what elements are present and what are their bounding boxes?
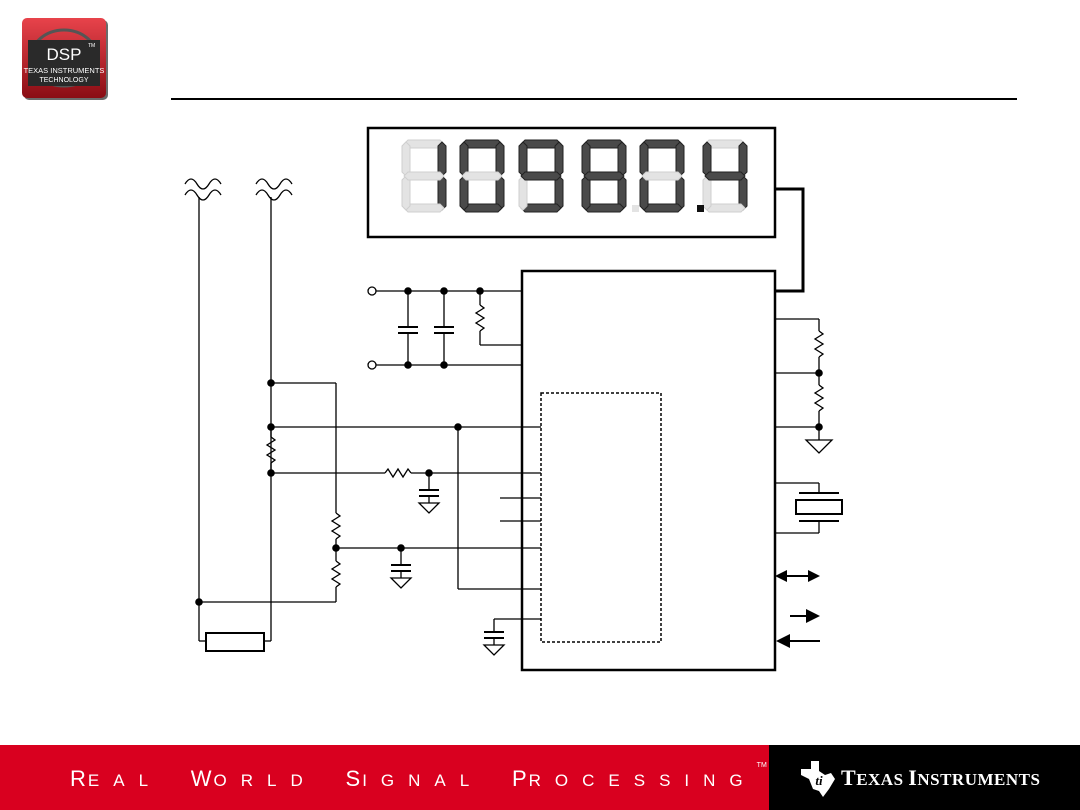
digit-4-seg-f	[639, 141, 649, 177]
load-block	[205, 632, 265, 652]
right-resistor-top	[813, 330, 825, 358]
lcd-digits	[401, 139, 748, 213]
supply-terminal-plus	[367, 286, 377, 296]
digit-5-seg-g	[704, 171, 746, 181]
tagline-tm: TM	[756, 762, 767, 769]
decimal-point-1	[632, 205, 639, 212]
digit-5-seg-b	[738, 141, 748, 177]
display-bus	[775, 187, 805, 293]
dsp-logo: DSP TM TEXAS INSTRUMENTS TECHNOLOGY	[22, 18, 108, 100]
logo-dsp-text: DSP	[47, 45, 82, 64]
digit-2-seg-e	[518, 175, 528, 211]
tagline-word-signal: SIGNAL	[345, 766, 484, 791]
tagline-word-world: WORLD	[190, 766, 317, 791]
footer-bar: REAL WORLD SIGNAL PROCESSINGTM ti TEXAS …	[0, 745, 1080, 810]
digit-4-seg-e	[639, 175, 649, 211]
circuit-schematic: 109804	[184, 126, 843, 672]
digit-4-seg-g	[641, 171, 683, 181]
line-break-right-top	[255, 178, 293, 190]
mcu-block	[520, 269, 777, 672]
digit-1-seg-e	[459, 175, 469, 211]
logo-technology-text: TECHNOLOGY	[39, 77, 88, 84]
arrow-bidir-right	[808, 570, 820, 582]
digit-0-seg-g	[403, 171, 445, 181]
digit-3-seg-g	[583, 171, 625, 181]
svg-text:ti: ti	[815, 773, 823, 788]
right-resistor-bottom	[813, 384, 825, 412]
divider-resistor-top	[330, 512, 342, 540]
divider-resistor-bottom	[330, 560, 342, 588]
digit-2-seg-g	[520, 171, 562, 181]
tagline-word-real: REAL	[70, 766, 163, 791]
ground-symbol-3	[482, 644, 506, 656]
digit-3-seg-e	[581, 175, 591, 211]
tagline-word-processing: PROCESSING	[511, 766, 757, 791]
digit-5-seg-f	[702, 141, 712, 177]
digit-0-seg-b	[437, 141, 447, 177]
line-break-left-top	[184, 178, 222, 190]
ground-symbol-2	[417, 502, 441, 514]
digit-0-seg-e	[401, 175, 411, 211]
logo-tm: TM	[88, 43, 95, 49]
decimal-point-2	[697, 205, 704, 212]
header-rule	[171, 98, 1017, 100]
crystal	[795, 499, 843, 515]
digit-3-seg-b	[617, 141, 627, 177]
footer-tagline: REAL WORLD SIGNAL PROCESSINGTM	[70, 762, 767, 792]
adc-block	[540, 392, 662, 643]
digit-1-seg-b	[495, 141, 505, 177]
ground-symbol-4	[804, 439, 834, 454]
ti-state-logo-icon: ti	[801, 761, 835, 797]
arrow-input	[776, 634, 790, 648]
logo-company-text: TEXAS INSTRUMENTS	[24, 66, 105, 75]
footer-ti-brand: ti TEXAS INSTRUMENTS	[769, 745, 1080, 810]
ground-symbol-1	[389, 577, 413, 589]
filter-resistor	[384, 467, 412, 479]
line-break-left-bottom	[184, 189, 222, 201]
pullup-resistor	[474, 304, 486, 332]
digit-3-seg-f	[581, 141, 591, 177]
arrow-bidir-left	[775, 570, 787, 582]
digit-1-seg-g	[461, 171, 503, 181]
ti-company-name: TEXAS INSTRUMENTS	[841, 765, 1041, 790]
shunt-resistor	[265, 436, 277, 464]
digit-5-seg-e	[702, 175, 712, 211]
digit-2-seg-f	[518, 141, 528, 177]
digit-2-seg-b	[554, 141, 564, 177]
digit-4-seg-b	[675, 141, 685, 177]
digit-0-seg-f	[401, 141, 411, 177]
arrow-output	[806, 609, 820, 623]
supply-terminal-minus	[367, 360, 377, 370]
line-break-right-bottom	[255, 189, 293, 201]
digit-1-seg-f	[459, 141, 469, 177]
